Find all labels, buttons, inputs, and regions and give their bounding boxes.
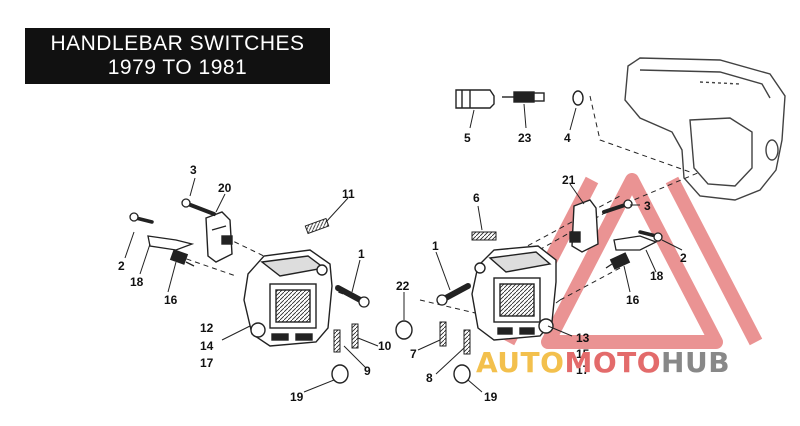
label-10: 10	[378, 339, 392, 353]
label-20: 20	[218, 181, 232, 195]
left-screws	[129, 198, 370, 308]
part-9-plate	[333, 329, 341, 353]
label-23: 23	[518, 131, 532, 145]
right-screws	[436, 199, 663, 306]
label-14: 14	[200, 339, 214, 353]
label-9: 9	[364, 364, 371, 378]
watermark-text: AUTOMOTOHUB	[476, 346, 730, 379]
label-6: 6	[473, 191, 480, 205]
label-4: 4	[564, 131, 571, 145]
label-1-left: 1	[358, 247, 365, 261]
part-21-switch	[569, 199, 599, 253]
right-switch-housing	[471, 245, 557, 341]
label-8: 8	[426, 371, 433, 385]
part-number-labels: 5 23 4 3 20 11 2 18 16 1 12 14 17 10 9 1…	[118, 131, 687, 404]
title-banner: HANDLEBAR SWITCHES 1979 TO 1981	[25, 28, 330, 84]
part-10-plate	[351, 323, 359, 349]
label-22: 22	[396, 279, 410, 293]
label-19-left: 19	[290, 390, 304, 404]
part-16-bulb-right	[605, 252, 631, 270]
label-18-right: 18	[650, 269, 664, 283]
part-4-washer	[572, 90, 584, 106]
part-18-clip-right	[613, 235, 658, 251]
label-3-right: 3	[644, 199, 651, 213]
watermark-hub: HUB	[661, 346, 730, 379]
part-5-connector	[455, 89, 495, 109]
left-switch-housing	[243, 249, 333, 347]
part-11-plate	[304, 217, 330, 235]
label-16-left: 16	[164, 293, 178, 307]
part-19-button-left	[331, 364, 349, 384]
part-19-button-right	[453, 364, 471, 384]
label-15: 15	[576, 347, 590, 361]
title-line-2: 1979 TO 1981	[107, 56, 248, 79]
part-7-plate	[439, 321, 447, 347]
part-6-plate	[471, 231, 497, 241]
part-16-bulb-left	[169, 249, 195, 267]
part-23-bulb	[502, 91, 545, 103]
leader-lines	[124, 103, 683, 393]
label-19-right: 19	[484, 390, 498, 404]
label-17-right: 17	[576, 363, 590, 377]
label-18-left: 18	[130, 275, 144, 289]
part-20-switch	[205, 211, 233, 263]
title-line-1: HANDLEBAR SWITCHES	[50, 32, 305, 55]
label-5: 5	[464, 131, 471, 145]
label-21: 21	[562, 173, 576, 187]
label-16-right: 16	[626, 293, 640, 307]
part-22-button	[395, 320, 413, 340]
watermark-auto: AUTO	[476, 346, 564, 379]
label-17-left: 17	[200, 356, 214, 370]
label-7: 7	[410, 347, 417, 361]
label-3-left: 3	[190, 163, 197, 177]
part-8-plate	[463, 329, 471, 355]
part-18-clip-left	[147, 235, 195, 251]
label-1-right: 1	[432, 239, 439, 253]
label-2-right: 2	[680, 251, 687, 265]
label-13: 13	[576, 331, 590, 345]
watermark-moto: MOTO	[564, 346, 661, 379]
handlebar-housing	[624, 57, 786, 201]
label-12: 12	[200, 321, 214, 335]
label-2-left: 2	[118, 259, 125, 273]
label-11: 11	[342, 187, 355, 201]
